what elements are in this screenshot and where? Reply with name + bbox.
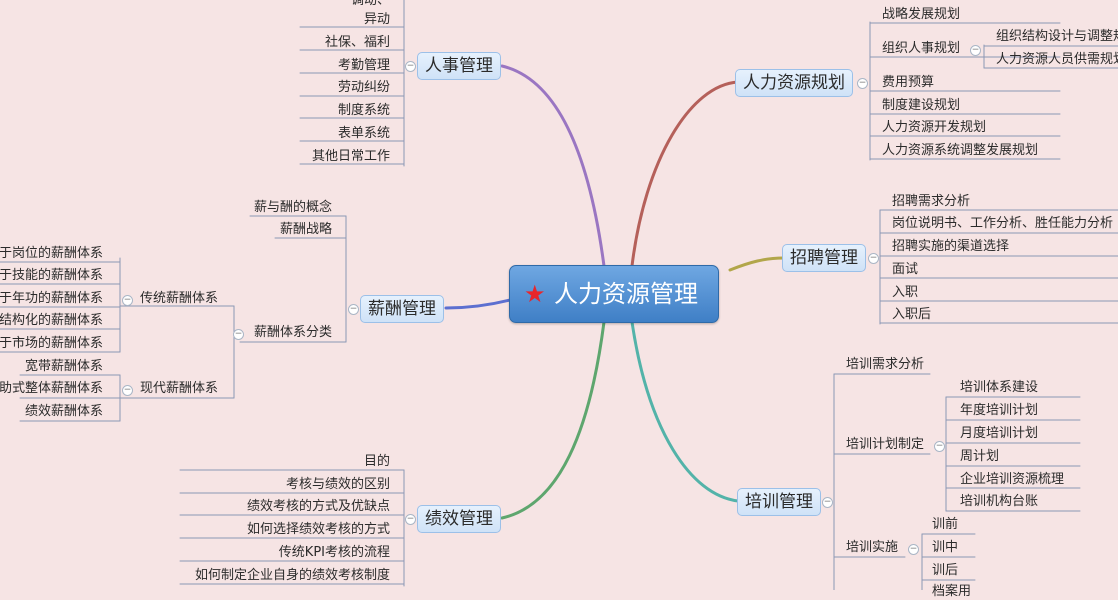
collapse-toggle-icon[interactable]: − — [122, 385, 133, 396]
branch-connector — [500, 64, 606, 268]
branch-compensation[interactable]: 薪酬管理 — [360, 295, 444, 323]
central-topic[interactable]: ★ 人力资源管理 — [509, 265, 719, 323]
list-item[interactable]: 人力资源系统调整发展规划 — [882, 143, 1039, 158]
list-item[interactable]: 培训机构台账 — [960, 494, 1039, 509]
collapse-toggle-icon[interactable]: − — [233, 329, 244, 340]
star-icon: ★ — [524, 280, 546, 308]
branch-connector — [444, 298, 512, 310]
list-item[interactable]: 异动 — [363, 12, 390, 27]
branch-label: 绩效管理 — [425, 509, 493, 529]
collapse-toggle-icon[interactable]: − — [908, 544, 919, 555]
list-item[interactable]: 面试 — [892, 262, 919, 277]
branch-connector — [728, 256, 786, 272]
list-item[interactable]: 于市场的薪酬体系 — [0, 336, 103, 351]
list-item[interactable]: 制度系统 — [337, 103, 390, 118]
collapse-toggle-icon[interactable]: − — [970, 45, 981, 56]
collapse-toggle-icon[interactable]: − — [348, 304, 359, 315]
list-item[interactable]: 薪酬战略 — [279, 222, 332, 237]
branch-connector — [630, 320, 740, 503]
list-item[interactable]: 制度建设规划 — [882, 98, 961, 113]
list-item[interactable]: 薪与酬的概念 — [253, 200, 332, 215]
list-item[interactable]: 训前 — [932, 517, 959, 532]
list-item[interactable]: 结构化的薪酬体系 — [0, 313, 103, 328]
branch-label: 薪酬管理 — [368, 299, 436, 319]
list-item[interactable]: 月度培训计划 — [960, 426, 1039, 441]
collapse-toggle-icon[interactable]: − — [934, 441, 945, 452]
branch-connector — [500, 320, 606, 520]
list-item[interactable]: 于岗位的薪酬体系 — [0, 246, 103, 261]
branch-label: 人力资源规划 — [743, 73, 845, 93]
list-item[interactable]: 人力资源开发规划 — [882, 120, 987, 135]
branch-training[interactable]: 培训管理 — [737, 488, 821, 516]
list-item[interactable]: 招聘需求分析 — [892, 194, 971, 209]
list-item[interactable]: 于年功的薪酬体系 — [0, 291, 103, 306]
collapse-toggle-icon[interactable]: − — [868, 253, 879, 264]
list-item[interactable]: 劳动纠纷 — [337, 80, 390, 95]
list-item[interactable]: 目的 — [363, 454, 390, 469]
list-item[interactable]: 培训需求分析 — [846, 357, 925, 372]
list-item[interactable]: 如何制定企业自身的绩效考核制度 — [194, 568, 390, 583]
list-item[interactable]: 其他日常工作 — [311, 149, 390, 164]
list-item[interactable]: 企业培训资源梳理 — [960, 472, 1065, 487]
list-item[interactable]: 培训体系建设 — [960, 380, 1039, 395]
list-item[interactable]: 宽带薪酬体系 — [24, 359, 103, 374]
list-item[interactable]: 于技能的薪酬体系 — [0, 268, 103, 283]
list-item[interactable]: 年度培训计划 — [960, 403, 1039, 418]
list-item[interactable]: 传统KPI考核的流程 — [278, 545, 390, 560]
list-item[interactable]: 表单系统 — [337, 126, 390, 141]
list-item[interactable]: 传统薪酬体系 — [139, 291, 218, 306]
list-item[interactable]: 组织结构设计与调整规 — [996, 29, 1118, 44]
list-item[interactable]: 培训计划制定 — [846, 437, 925, 452]
central-topic-label: 人力资源管理 — [554, 280, 698, 308]
list-item[interactable]: 费用预算 — [882, 75, 935, 90]
list-item[interactable]: 如何选择绩效考核的方式 — [246, 522, 390, 537]
collapse-toggle-icon[interactable]: − — [857, 78, 868, 89]
list-item[interactable]: 周计划 — [960, 449, 1000, 464]
branch-label: 人事管理 — [425, 56, 493, 76]
collapse-toggle-icon[interactable]: − — [405, 61, 416, 72]
list-item[interactable]: 入职 — [892, 285, 919, 300]
list-item[interactable]: 训中 — [932, 540, 959, 555]
list-item[interactable]: 调动、 — [350, 0, 390, 8]
collapse-toggle-icon[interactable]: − — [405, 514, 416, 525]
branch-label: 培训管理 — [745, 492, 813, 512]
list-item[interactable]: 绩效考核的方式及优缺点 — [246, 499, 390, 514]
collapse-toggle-icon[interactable]: − — [822, 497, 833, 508]
list-item[interactable]: 训后 — [932, 563, 959, 578]
list-item[interactable]: 组织人事规划 — [882, 41, 961, 56]
list-item[interactable]: 入职后 — [892, 307, 932, 322]
list-item[interactable]: 考勤管理 — [337, 58, 390, 73]
branch-label: 招聘管理 — [790, 248, 858, 268]
branch-planning[interactable]: 人力资源规划 — [735, 69, 853, 97]
list-item[interactable]: 绩效薪酬体系 — [24, 404, 103, 419]
list-item[interactable]: 岗位说明书、工作分析、胜任能力分析 — [892, 216, 1114, 231]
branch-recruitment[interactable]: 招聘管理 — [782, 244, 866, 272]
list-item[interactable]: 现代薪酬体系 — [139, 381, 218, 396]
list-item[interactable]: 档案用 — [932, 584, 972, 599]
list-item[interactable]: 社保、福利 — [324, 35, 390, 50]
list-item[interactable]: 薪酬体系分类 — [253, 325, 332, 340]
collapse-toggle-icon[interactable]: − — [122, 295, 133, 306]
list-item[interactable]: 人力资源人员供需规划 — [996, 52, 1118, 67]
list-item[interactable]: 培训实施 — [846, 540, 899, 555]
list-item[interactable]: 战略发展规划 — [882, 7, 961, 22]
branch-hr-affairs[interactable]: 人事管理 — [417, 52, 501, 80]
list-item[interactable]: 考核与绩效的区别 — [285, 477, 390, 492]
list-item[interactable]: 助式整体薪酬体系 — [0, 381, 103, 396]
list-item[interactable]: 招聘实施的渠道选择 — [892, 239, 1010, 254]
branch-performance[interactable]: 绩效管理 — [417, 505, 501, 533]
branch-connector — [630, 80, 740, 268]
